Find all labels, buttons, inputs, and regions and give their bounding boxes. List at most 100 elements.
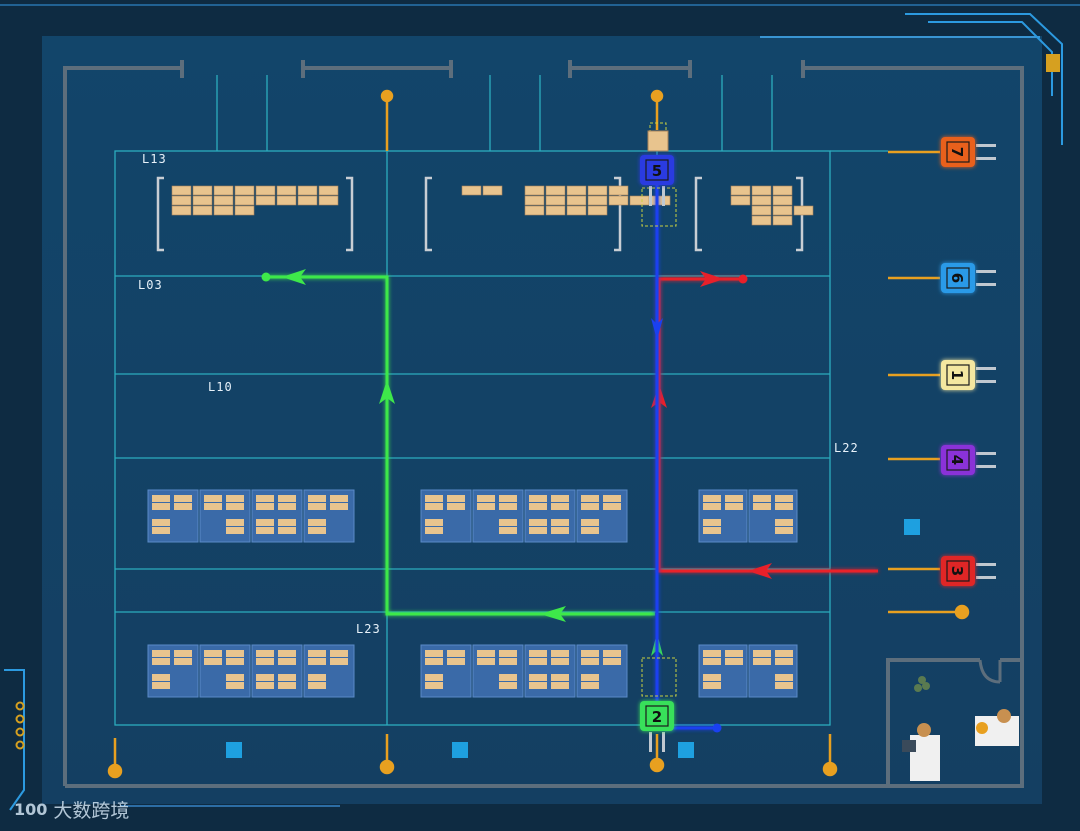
rack-box [753,650,771,657]
agv-1-label: 1 [948,370,966,380]
rack-box [278,519,296,526]
rack-box [477,650,495,657]
rack-box [551,674,569,681]
shelf-box [255,195,276,206]
rack-box [330,495,348,502]
rack-box [529,658,547,665]
rack-box [152,527,170,534]
rack-box [529,650,547,657]
rack-box [775,658,793,665]
rack-box [753,495,771,502]
rack-box [447,503,465,510]
route-blue-endpoint [712,723,722,733]
rack-box [256,519,274,526]
rack-box [278,658,296,665]
rack-box [152,682,170,689]
shelf-box [751,215,772,226]
shelf-box [297,185,318,196]
shelf-box [751,195,772,206]
rack-box [603,658,621,665]
rack-box [499,650,517,657]
agv-5-robot[interactable]: 5 [640,155,674,206]
circuit-decoration-top-right [905,13,1063,145]
rack-box [278,527,296,534]
shelf-box [751,185,772,196]
rack-box [725,495,743,502]
shelf-box [192,195,213,206]
rack-box [152,519,170,526]
shelf-box [276,185,297,196]
shelf-box [482,185,503,196]
rack-box [256,674,274,681]
carried-box [647,130,669,152]
rack-box [152,658,170,665]
shelf-box [318,195,339,206]
rack-box [499,527,517,534]
rack-box [447,658,465,665]
rack-box [226,650,244,657]
rack-box [256,503,274,510]
agv-1-robot[interactable]: 1 [941,360,996,390]
rack-box [529,527,547,534]
rack-box [603,650,621,657]
rack-box [256,527,274,534]
rack-box [551,519,569,526]
shelf-box [772,195,793,206]
rack-box [581,674,599,681]
rack-box [529,674,547,681]
shelf-box [524,205,545,216]
rack-box [226,658,244,665]
rack-box [581,495,599,502]
rack-box [204,495,222,502]
rack-box [152,503,170,510]
rack-box [308,495,326,502]
agv-4-robot[interactable]: 4 [941,445,996,475]
rack-box [152,650,170,657]
brand-mark: 100 [14,800,48,819]
agv-5-label: 5 [652,162,662,180]
rack-box [308,503,326,510]
agv-6-robot[interactable]: 6 [941,263,996,293]
rack-box [226,495,244,502]
rack-box [425,519,443,526]
rack-box [425,527,443,534]
operator-workstations [902,676,1019,781]
rack-box [581,650,599,657]
rack-box [447,495,465,502]
brand-logo: 100 大数跨境 [14,796,129,823]
rack-box [330,658,348,665]
rack-box [204,658,222,665]
rack-box [725,650,743,657]
agv-3-robot[interactable]: 3 [941,556,996,586]
rack-box [581,658,599,665]
agv-7-robot[interactable]: 7 [941,137,996,167]
rack-box [499,495,517,502]
rack-box [703,674,721,681]
shelf-box [730,195,751,206]
rack-box [703,527,721,534]
rack-box [308,650,326,657]
shelf-box [566,205,587,216]
shelf-box [234,185,255,196]
shelf-box [587,205,608,216]
shelf-box [608,195,629,206]
rack-box [425,650,443,657]
rack-box [425,674,443,681]
top-shelf-brackets [156,176,804,252]
shelf-box [587,195,608,206]
rack-box [425,682,443,689]
agv-2-robot[interactable]: 2 [640,701,674,752]
rack-box [753,658,771,665]
shelf-box [566,195,587,206]
shelf-box [171,205,192,216]
rack-box [330,503,348,510]
rack-box [174,658,192,665]
rack-box [703,495,721,502]
shelf-box [772,205,793,216]
rack-box [551,658,569,665]
shelf-box [234,195,255,206]
route-red-arrows [651,271,772,579]
rack-box [703,503,721,510]
agv-4-label: 4 [948,455,966,465]
shelf-box [524,195,545,206]
